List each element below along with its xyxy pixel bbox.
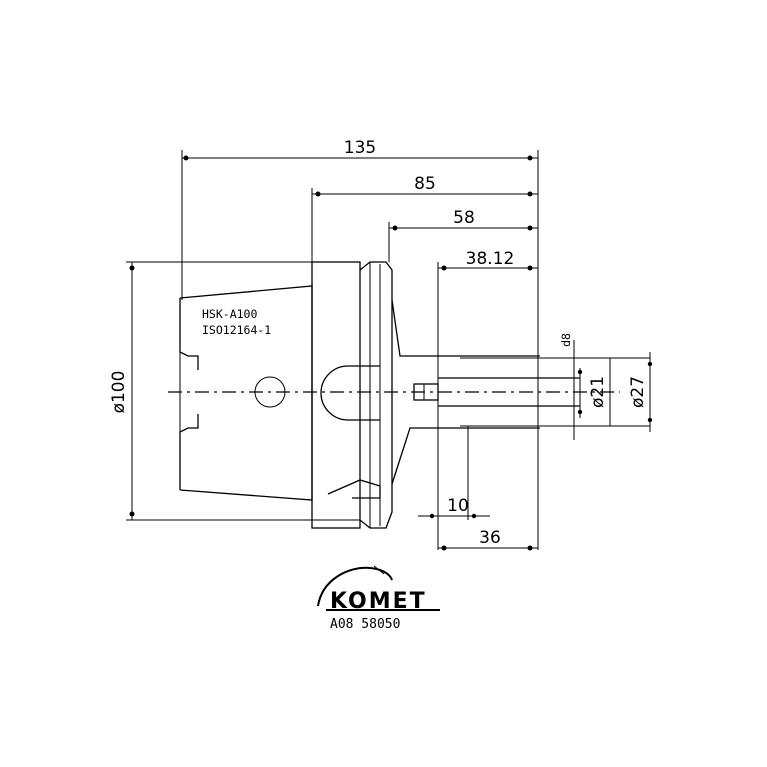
dimension-diameter-8: d8: [559, 333, 575, 440]
article-number: A08 58050: [330, 617, 400, 632]
dimension-38-12: 38.12: [437, 249, 538, 550]
interface-label: HSK-A100: [202, 307, 257, 321]
dimension-36: 36: [438, 528, 538, 551]
dimension-38-label: 38.12: [466, 249, 515, 269]
dimension-58-label: 58: [453, 208, 475, 228]
dimension-diameter-21: ø21: [577, 358, 611, 426]
dimension-diameter-21-label: ø21: [588, 376, 608, 408]
dimension-diameter-100: ø100: [109, 261, 360, 521]
standard-label: ISO12164-1: [202, 323, 271, 337]
dimension-d8-label: d8: [559, 333, 573, 347]
dimension-85: 85: [311, 174, 538, 262]
dimension-36-label: 36: [479, 528, 501, 548]
dimension-135: 135: [181, 138, 539, 550]
dimension-10: 10: [418, 426, 490, 520]
dimension-diameter-27-label: ø27: [628, 376, 648, 408]
tool-shaft: [438, 357, 650, 427]
hsk-shank: HSK-A100 ISO12164-1: [179, 285, 313, 501]
dimension-135-label: 135: [344, 138, 376, 158]
dimension-85-label: 85: [414, 174, 436, 194]
dimension-diameter-100-label: ø100: [109, 371, 129, 414]
dimension-diameter-27: ø27: [628, 352, 653, 432]
dimension-58: 58: [388, 208, 538, 262]
komet-logo: KOMET: [317, 565, 440, 614]
flange-body: [311, 261, 540, 529]
dimension-10-label: 10: [447, 496, 469, 516]
